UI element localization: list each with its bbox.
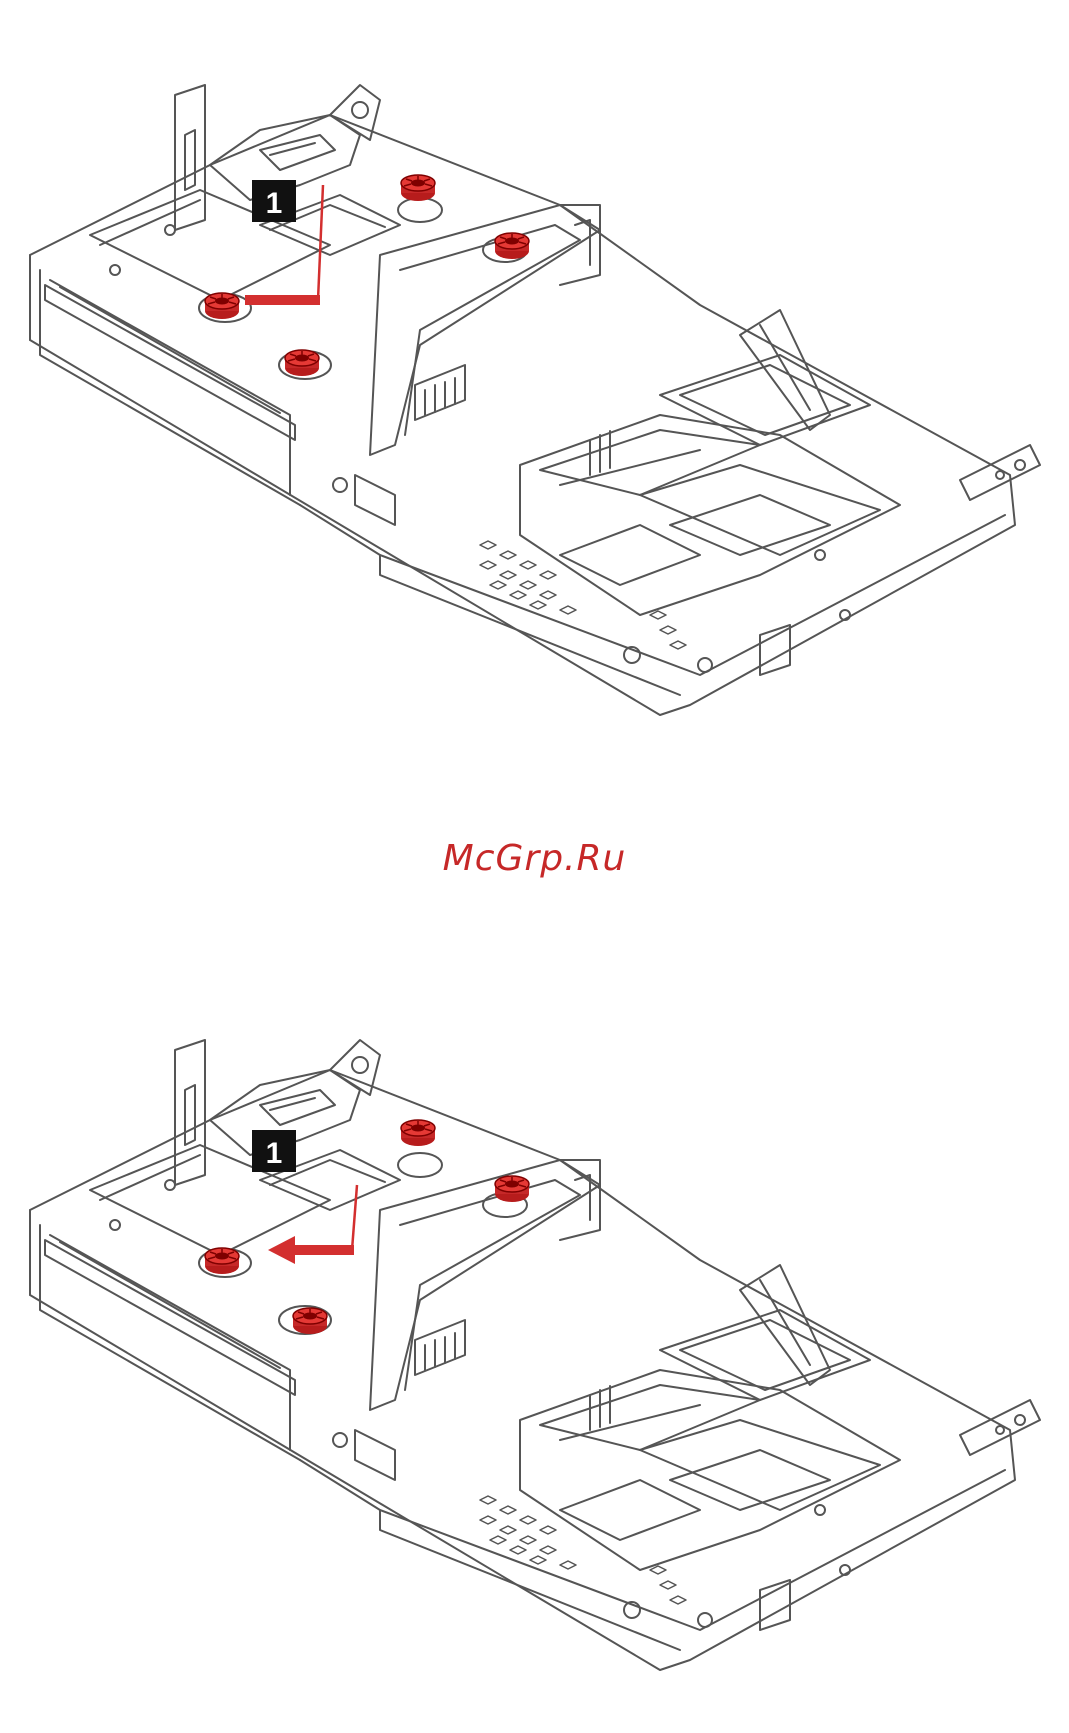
red-thumbscrew-icon [495, 1176, 529, 1202]
red-thumbscrew-icon [205, 1248, 239, 1274]
callout-number: 1 [266, 187, 283, 220]
watermark-text: McGrp.Ru [0, 838, 1069, 879]
callout-leader-line [352, 1185, 357, 1250]
red-thumbscrew-icon [205, 293, 239, 319]
riser-cage-drawing [30, 85, 1040, 715]
red-arrow-icon [245, 295, 320, 305]
callout-badge: 1 [252, 180, 296, 222]
callout-badge: 1 [252, 1130, 296, 1172]
diagram-loosen-screws: 1 [0, 55, 1069, 735]
riser-cage-drawing [30, 1040, 1040, 1670]
callout-number: 1 [266, 1137, 283, 1170]
diagram-remove-screws: 1 [0, 1010, 1069, 1690]
red-thumbscrew-icon [401, 175, 435, 201]
red-thumbscrew-icon [495, 233, 529, 259]
red-thumbscrew-icon [401, 1120, 435, 1146]
red-arrow-icon [268, 1236, 354, 1264]
red-thumbscrew-icon [285, 350, 319, 376]
red-thumbscrew-icon [293, 1308, 327, 1334]
